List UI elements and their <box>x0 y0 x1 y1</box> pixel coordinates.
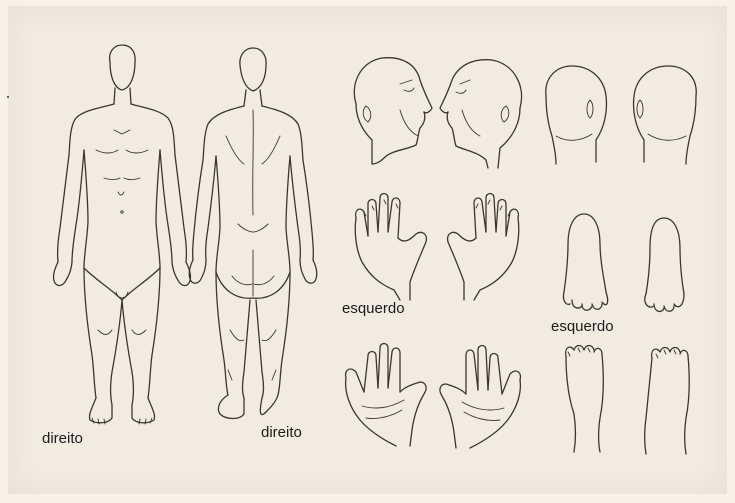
front-body-side-label: direito <box>42 430 83 447</box>
hand-palm-right <box>440 346 520 449</box>
hand-palm-left <box>346 344 426 447</box>
back-body-figure <box>189 48 316 419</box>
front-body-figure <box>54 45 191 424</box>
head-back-left <box>546 66 607 164</box>
back-body-side-label: direito <box>261 424 302 441</box>
hand-dorsal-right <box>448 194 519 301</box>
hands-side-label: esquerdo <box>342 300 405 317</box>
head-profile-left <box>354 58 432 164</box>
hand-dorsal-left <box>355 194 426 301</box>
foot-sole-right <box>645 218 684 311</box>
margin-dot <box>7 96 8 97</box>
head-profile-right <box>440 60 522 168</box>
foot-sole-left <box>563 214 607 310</box>
head-back-right <box>633 66 696 164</box>
feet-side-label: esquerdo <box>551 318 614 335</box>
foot-dorsal-left <box>566 346 604 453</box>
foot-dorsal-right <box>645 348 690 455</box>
